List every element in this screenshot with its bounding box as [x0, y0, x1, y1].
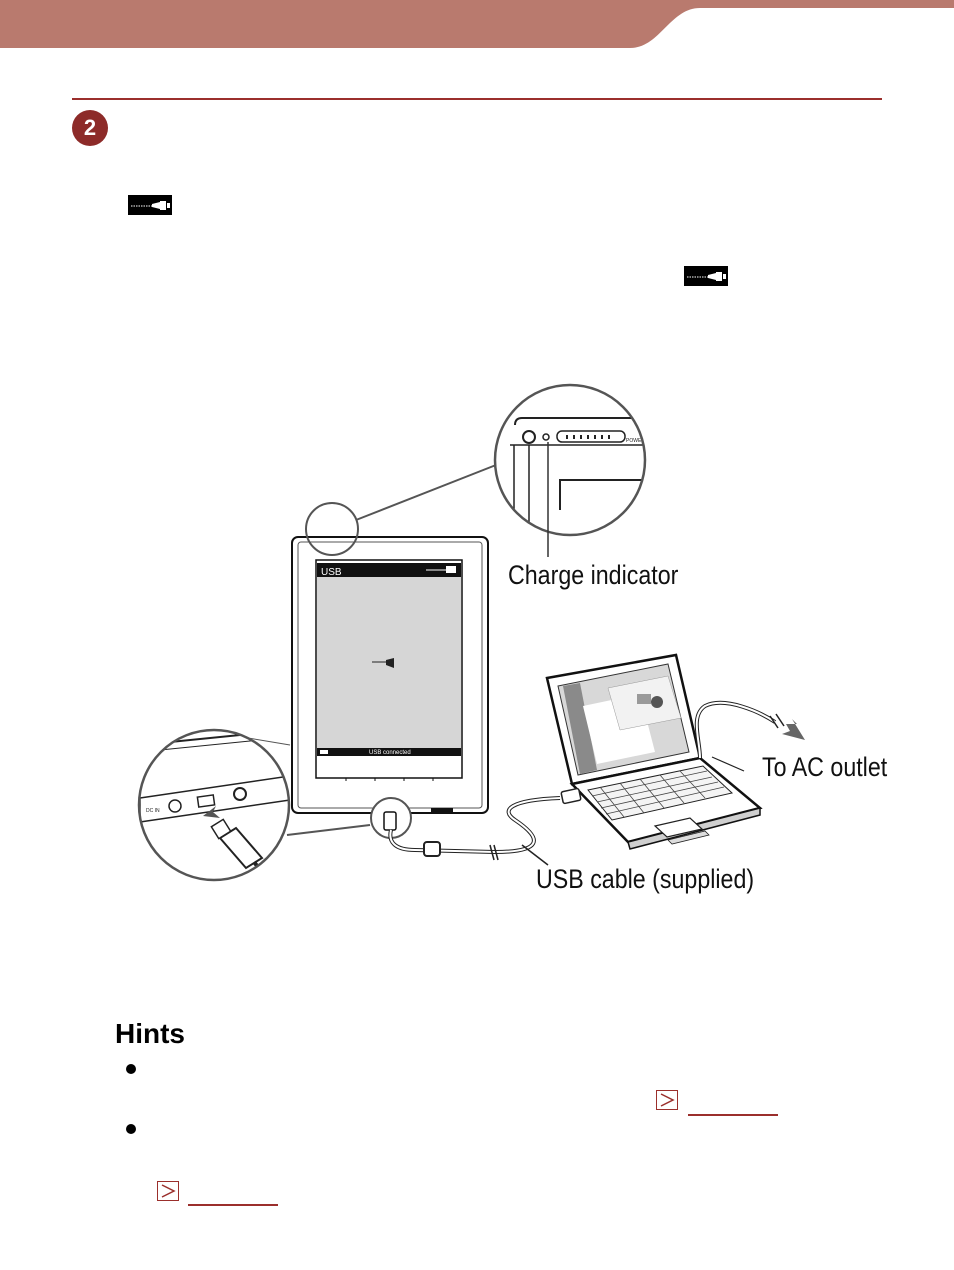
usb-cable-label: USB cable (supplied)	[536, 864, 755, 894]
reference-link[interactable]	[688, 1114, 778, 1116]
arrow-link-icon[interactable]	[157, 1181, 179, 1201]
reader-device: USB USB connected	[291, 502, 489, 839]
svg-text:DC IN: DC IN	[146, 808, 160, 814]
section-divider	[72, 98, 882, 100]
laptop	[545, 653, 763, 850]
usb-port-closeup: DC IN	[137, 728, 291, 882]
arrow-link-icon[interactable]	[656, 1090, 678, 1110]
step-number-badge: 2	[72, 110, 108, 146]
usb-cable-icon	[684, 266, 728, 286]
bullet-icon	[126, 1064, 136, 1074]
charge-indicator-closeup: POWER	[493, 383, 647, 557]
connection-illustration: USB USB connected	[137, 383, 805, 882]
hints-heading: Hints	[115, 1018, 185, 1049]
ac-outlet-label: To AC outlet	[762, 752, 888, 782]
reference-link[interactable]	[188, 1204, 278, 1206]
usb-cable-icon	[128, 195, 172, 215]
bullet-icon	[126, 1124, 136, 1134]
charge-indicator-label: Charge indicator	[508, 560, 679, 590]
top-banner	[0, 0, 954, 48]
device-screen-status: USB connected	[369, 750, 411, 756]
device-screen-title: USB	[321, 567, 342, 578]
svg-text:POWER: POWER	[626, 438, 645, 444]
